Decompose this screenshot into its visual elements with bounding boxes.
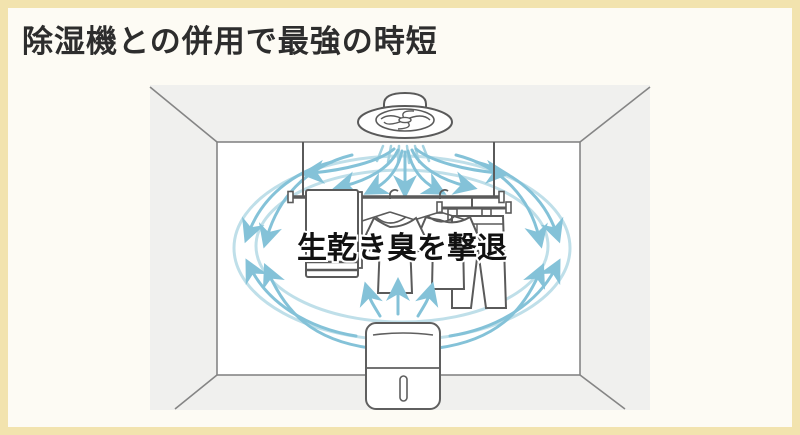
tshirt-back bbox=[412, 189, 484, 290]
airflow-arrows bbox=[242, 147, 564, 350]
page-title: 除湿機との併用で最強の時短 bbox=[22, 24, 438, 59]
dehumidifier-icon bbox=[365, 322, 441, 410]
ceiling-fan-icon bbox=[357, 91, 453, 139]
towel bbox=[305, 189, 363, 278]
caption-odor-defeat: 生乾き臭を撃退 bbox=[297, 232, 507, 265]
dehumidifier-updraft-arrows bbox=[359, 277, 439, 318]
